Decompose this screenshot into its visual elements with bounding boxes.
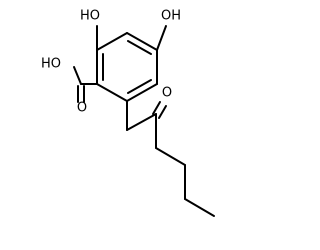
chain-bond-3	[184, 198, 215, 217]
ring-bond-1	[126, 32, 158, 51]
carboxyl-oxygen-label: O	[77, 101, 87, 116]
ketone-double-bond-1	[152, 101, 161, 115]
ring-bond-1-inner	[127, 40, 152, 55]
ring-bond-6	[96, 32, 128, 51]
ring-bond-3	[126, 83, 158, 102]
ketone-oxygen-label: O	[162, 86, 172, 101]
top-right-hydroxyl-label: OH	[161, 9, 181, 24]
top-left-hydroxyl-label: HO	[80, 9, 100, 24]
ring-bond-3-inner	[127, 79, 152, 94]
ketone-double-bond-2	[158, 105, 167, 119]
carboxyl-hydroxyl-bond	[73, 66, 82, 85]
carboxyl-hydroxyl-label: HO	[41, 57, 61, 72]
ring-bond-4	[96, 83, 128, 102]
chemical-structure-diagram: HO OH HO O O	[41, 9, 215, 217]
methylene-to-ketone-bond	[126, 113, 157, 131]
top-right-hydroxyl-bond	[156, 25, 167, 51]
chain-bond-1	[155, 147, 186, 166]
benzene-ring	[96, 32, 158, 102]
